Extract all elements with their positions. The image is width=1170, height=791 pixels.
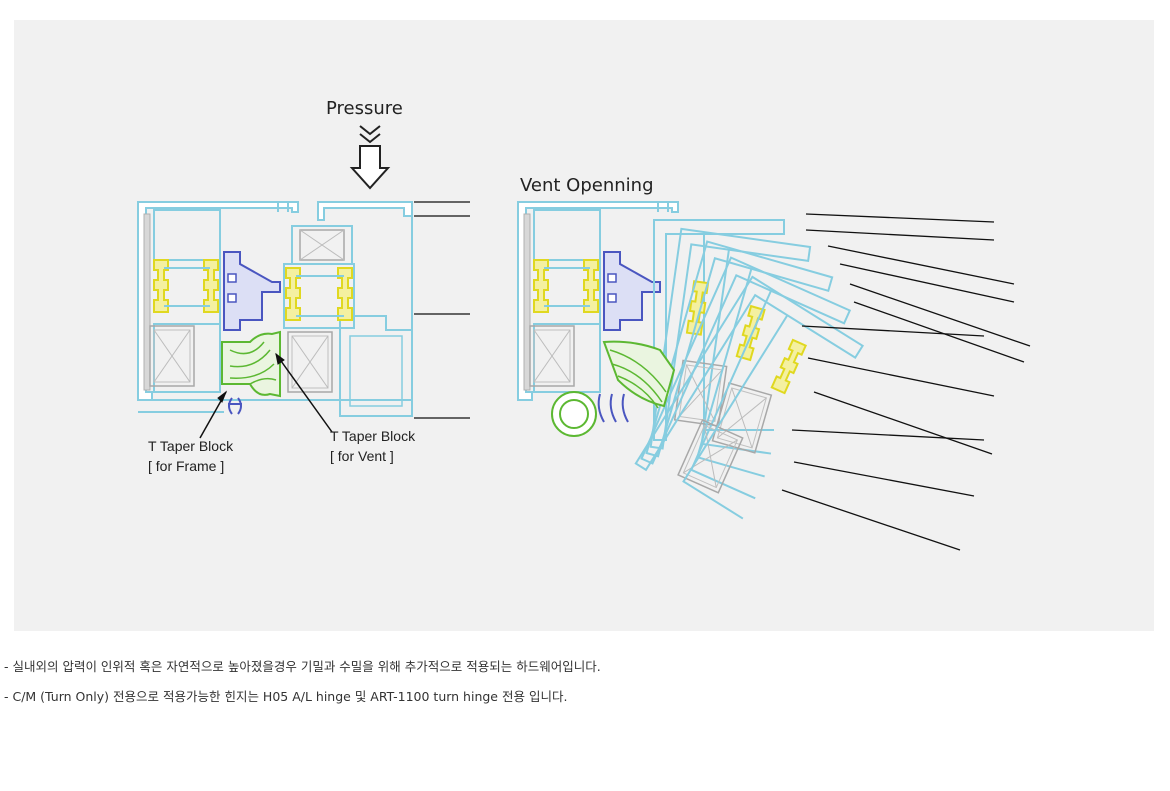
frame-block-label: T Taper Block: [148, 438, 234, 454]
chevron-down-icon: [359, 125, 381, 144]
vent-block-sub: [ for Vent ]: [330, 448, 394, 464]
vent-block-label: T Taper Block: [330, 428, 416, 444]
section-diagram: Pressure T Taper Block [ for Frame ] T T…: [137, 98, 1031, 551]
pressure-arrow-icon: [349, 145, 391, 190]
pressure-label: Pressure: [326, 98, 403, 119]
diagram-panel: Pressure T Taper Block [ for Frame ] T T…: [14, 20, 1154, 631]
frame-block-sub: [ for Frame ]: [148, 458, 224, 474]
left-section-drawing: Pressure T Taper Block [ for Frame ] T T…: [137, 98, 470, 474]
notes-section: - 실내외의 압력이 인위적 혹은 자연적으로 높아졌을경우 기밀과 수밀을 위…: [4, 656, 1164, 716]
right-section-drawing: Vent Openning: [517, 175, 1031, 551]
vent-opening-title: Vent Openning: [520, 175, 654, 196]
note-line-1: - 실내외의 압력이 인위적 혹은 자연적으로 높아졌을경우 기밀과 수밀을 위…: [4, 659, 601, 674]
note-line-2: - C/M (Turn Only) 전용으로 적용가능한 힌지는 H05 A/L…: [4, 689, 568, 704]
